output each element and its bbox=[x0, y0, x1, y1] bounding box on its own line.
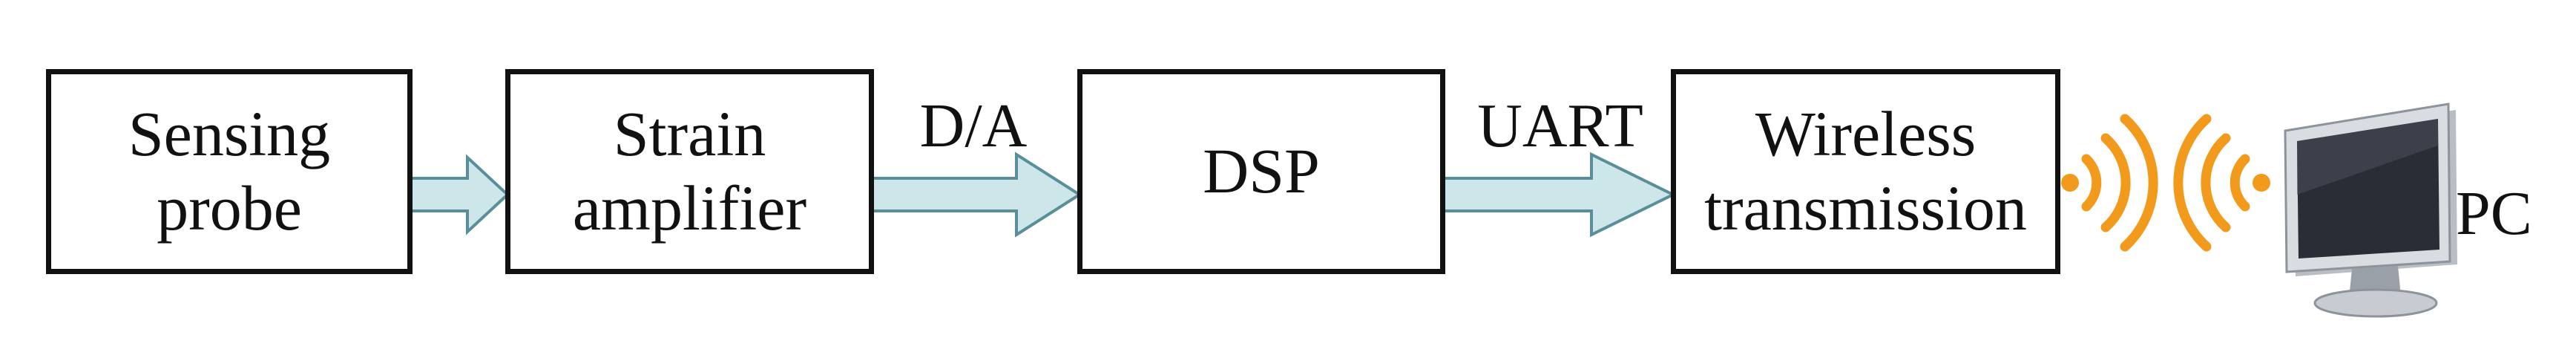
dsp-label: DSP bbox=[1203, 135, 1320, 207]
pc-label: PC bbox=[2456, 179, 2532, 248]
wireless-transmission-label-line1: Wireless bbox=[1755, 98, 1977, 170]
signal-out-wave-3 bbox=[2120, 114, 2158, 252]
uart-connector-label: UART bbox=[1477, 91, 1643, 160]
signal-in-wave-1 bbox=[2230, 154, 2250, 212]
signal-in-wave-2 bbox=[2201, 133, 2231, 232]
signal-out-wave-1 bbox=[2081, 154, 2102, 212]
wireless-transmission-block: Wireless transmission bbox=[1671, 69, 2060, 274]
strain-amplifier-label-line1: Strain bbox=[613, 98, 766, 170]
signal-out-wave-2 bbox=[2100, 133, 2131, 232]
monitor-icon bbox=[2284, 103, 2457, 318]
monitor-screen-highlight bbox=[2297, 119, 2438, 195]
signal-out-dot bbox=[2061, 174, 2079, 192]
arrow-dsp-to-wireless bbox=[1442, 152, 1677, 238]
signal-out-icon bbox=[2061, 114, 2158, 252]
strain-amplifier-label-line2: amplifier bbox=[572, 172, 807, 244]
arrow-sensing-to-amplifier bbox=[409, 154, 510, 235]
signal-in-icon bbox=[2173, 114, 2270, 252]
da-connector-label: D/A bbox=[919, 91, 1028, 160]
sensing-probe-block: Sensing probe bbox=[46, 69, 413, 274]
sensing-probe-label-line1: Sensing bbox=[128, 98, 331, 170]
wireless-transmission-label-line2: transmission bbox=[1704, 172, 2027, 244]
signal-in-wave-3 bbox=[2173, 114, 2212, 252]
signal-in-dot bbox=[2253, 174, 2270, 192]
strain-amplifier-block: Strain amplifier bbox=[505, 69, 874, 274]
dsp-block: DSP bbox=[1077, 69, 1445, 274]
sensing-probe-label-line2: probe bbox=[157, 172, 302, 244]
arrow-amplifier-to-dsp bbox=[870, 152, 1082, 238]
monitor-stand-base bbox=[2313, 288, 2438, 318]
